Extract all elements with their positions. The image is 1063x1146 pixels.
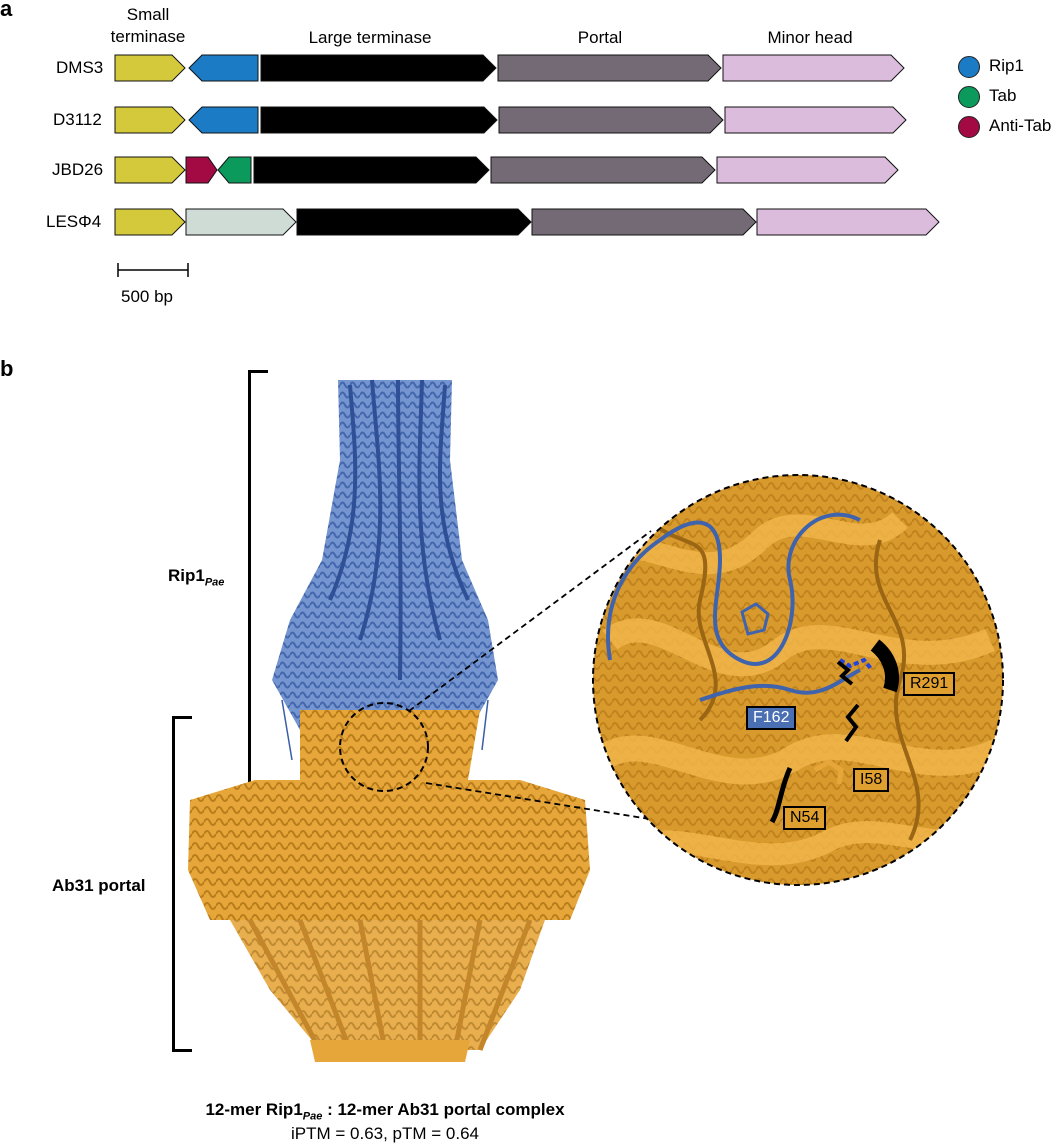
row-label-jbd26: JBD26 xyxy=(52,160,104,179)
residue-tag-i58: I58 xyxy=(853,768,890,792)
rip1-region-label: Rip1Pae xyxy=(168,566,225,589)
header-large-terminase: Large terminase xyxy=(308,28,432,47)
row-label-lesphi4: LESΦ4 xyxy=(46,212,102,231)
gene-anti-tab xyxy=(185,156,218,184)
gene-small-terminase xyxy=(114,208,186,236)
residue-tag-f162: F162 xyxy=(746,706,797,730)
portal-complex-model xyxy=(188,710,590,1062)
gene-row-d3112 xyxy=(114,106,907,134)
legend-tab-swatch xyxy=(958,86,980,108)
gene-unknown xyxy=(185,208,297,236)
legend-rip1-label: Rip1 xyxy=(989,56,1024,75)
header-minor-head: Minor head xyxy=(767,28,853,47)
residue-tag-r291: R291 xyxy=(903,672,956,696)
gene-row-dms3 xyxy=(114,54,905,82)
gene-large-terminase xyxy=(260,106,498,134)
gene-tab xyxy=(217,156,252,184)
gene-rip1 xyxy=(188,106,259,134)
gene-portal xyxy=(531,208,757,236)
zoom-source-circle xyxy=(339,702,429,792)
gene-minor-head xyxy=(716,156,899,184)
residue-tag-n54: N54 xyxy=(783,806,827,830)
portal-region-label: Ab31 portal xyxy=(52,876,146,895)
gene-large-terminase xyxy=(260,54,497,82)
gene-row-jbd26 xyxy=(114,156,899,184)
zoom-inset-border xyxy=(592,474,1004,886)
row-label-d3112: D3112 xyxy=(53,110,102,129)
scale-bar xyxy=(117,263,189,277)
gene-small-terminase xyxy=(114,106,186,134)
figure-caption-title: 12-mer Rip1Pae : 12-mer Ab31 portal comp… xyxy=(205,1100,565,1123)
gene-rip1 xyxy=(188,54,259,82)
header-portal: Portal xyxy=(577,28,623,47)
legend-tab-label: Tab xyxy=(989,86,1017,105)
gene-small-terminase xyxy=(114,156,186,184)
panel-a-letter: a xyxy=(0,0,13,21)
header-small-terminase: Small terminase xyxy=(110,5,186,46)
legend-rip1-swatch xyxy=(958,56,980,78)
zoom-line-top xyxy=(408,530,652,712)
gene-portal xyxy=(490,156,716,184)
gene-minor-head xyxy=(756,208,940,236)
row-label-dms3: DMS3 xyxy=(56,58,104,77)
legend-anti-tab-swatch xyxy=(958,116,980,138)
gene-portal xyxy=(497,54,722,82)
gene-minor-head xyxy=(724,106,907,134)
gene-large-terminase xyxy=(253,156,490,184)
gene-row-lesphi4 xyxy=(114,208,940,236)
figure-caption-metrics: iPTM = 0.63, pTM = 0.64 xyxy=(290,1124,480,1143)
scale-bar-label: 500 bp xyxy=(121,287,173,306)
gene-portal xyxy=(498,106,724,134)
bracket-portal xyxy=(172,716,192,1052)
gene-large-terminase xyxy=(296,208,532,236)
gene-small-terminase xyxy=(114,54,186,82)
panel-b-letter: b xyxy=(0,356,14,381)
gene-map xyxy=(114,54,940,277)
gene-minor-head xyxy=(722,54,905,82)
zoom-line-bottom xyxy=(425,782,669,823)
legend-anti-tab-label: Anti-Tab xyxy=(989,116,1052,135)
